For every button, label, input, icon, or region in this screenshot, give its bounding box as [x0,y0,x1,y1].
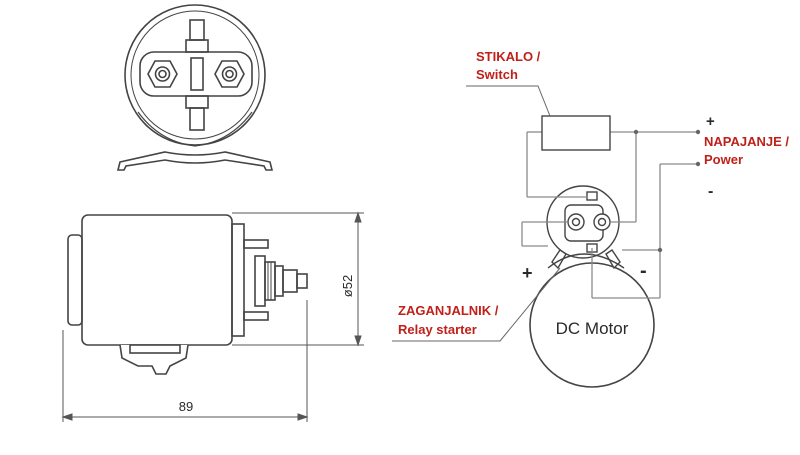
length-label: 89 [179,399,193,414]
power-plus-sign: + [706,113,715,130]
dimension-lines [61,211,364,422]
starter-end-view [116,4,274,171]
power-label-line2: Power [704,152,743,167]
terminal-dot-plus [695,129,701,135]
motor-minus-sign: - [640,260,647,282]
starter-leader [392,267,561,342]
starter-label-line1: ZAGANJALNIK / [398,303,499,318]
diameter-label: ø52 [340,275,355,297]
switch-leader [466,85,551,117]
wires [521,131,698,299]
motor-label: DC Motor [556,319,629,338]
motor-plus-sign: + [522,263,533,283]
starter-side-view [67,214,308,375]
junction-dot [657,247,663,253]
relay-starter [546,185,625,270]
switch-box [541,115,611,151]
junction-dot [633,129,639,135]
switch-label-line2: Switch [476,67,518,82]
terminal-dot-minus [695,161,701,167]
starter-label-line2: Relay starter [398,322,477,337]
power-label-line1: NAPAJANJE / [704,134,789,149]
power-minus-sign: - [708,183,713,200]
switch-label-line1: STIKALO / [476,49,541,64]
